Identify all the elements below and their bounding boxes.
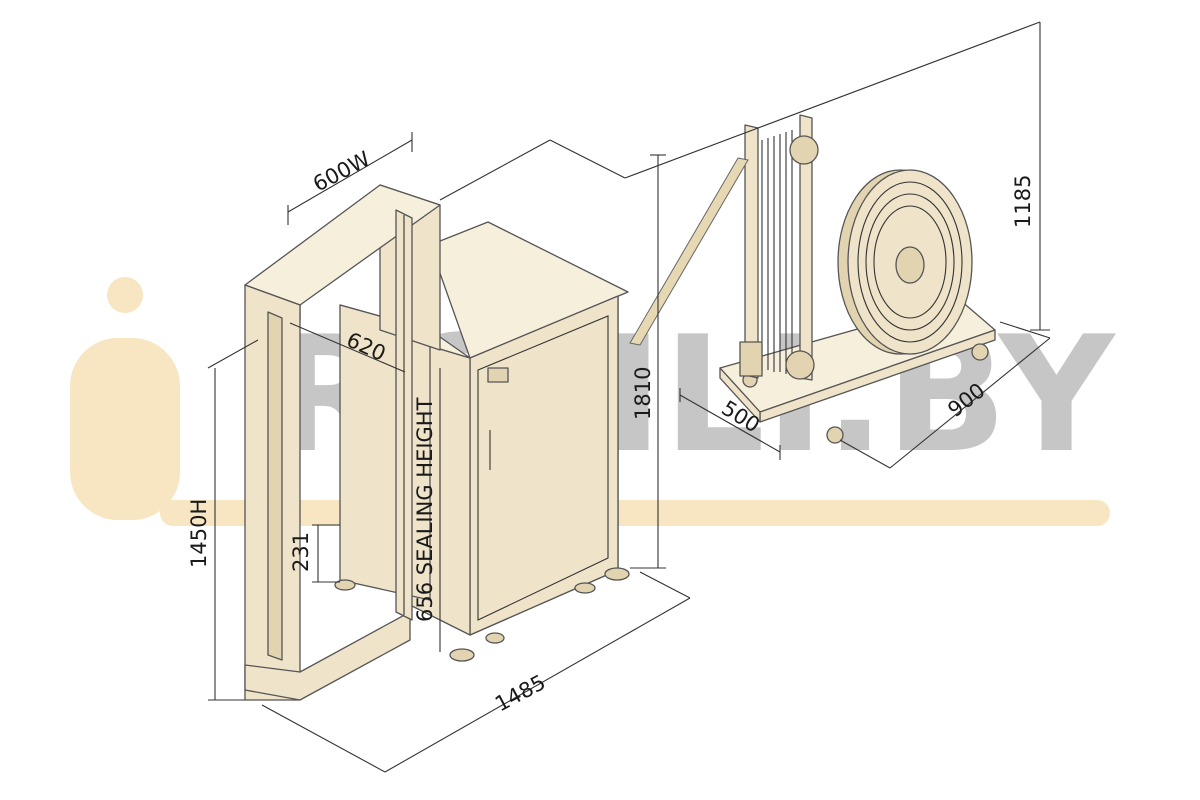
strapping-machine — [244, 184, 630, 701]
top-pulley — [789, 135, 819, 165]
strap-band — [629, 157, 749, 346]
foot — [604, 567, 630, 581]
foot — [449, 648, 475, 662]
label-1485: 1485 — [491, 670, 549, 716]
accumulator-post-left — [744, 124, 759, 379]
foot — [485, 632, 505, 644]
strap-dispenser — [629, 114, 996, 444]
caster — [826, 426, 844, 444]
reel-hub — [895, 246, 925, 284]
dimension-lines — [207, 21, 1051, 773]
control-panel — [487, 367, 509, 383]
brake-box — [739, 341, 763, 377]
label-231: 231 — [289, 532, 313, 572]
label-600w: 600W — [309, 147, 374, 197]
label-sealing-height: 656 SEALING HEIGHT — [413, 397, 437, 622]
bottom-pulley — [785, 350, 815, 380]
label-1450h: 1450H — [187, 499, 211, 568]
foot — [574, 582, 596, 594]
label-1185: 1185 — [1011, 175, 1035, 228]
cabinet-top — [429, 221, 629, 359]
label-1810: 1810 — [631, 367, 655, 420]
caster — [971, 343, 989, 361]
accumulator-post-right — [799, 114, 813, 381]
